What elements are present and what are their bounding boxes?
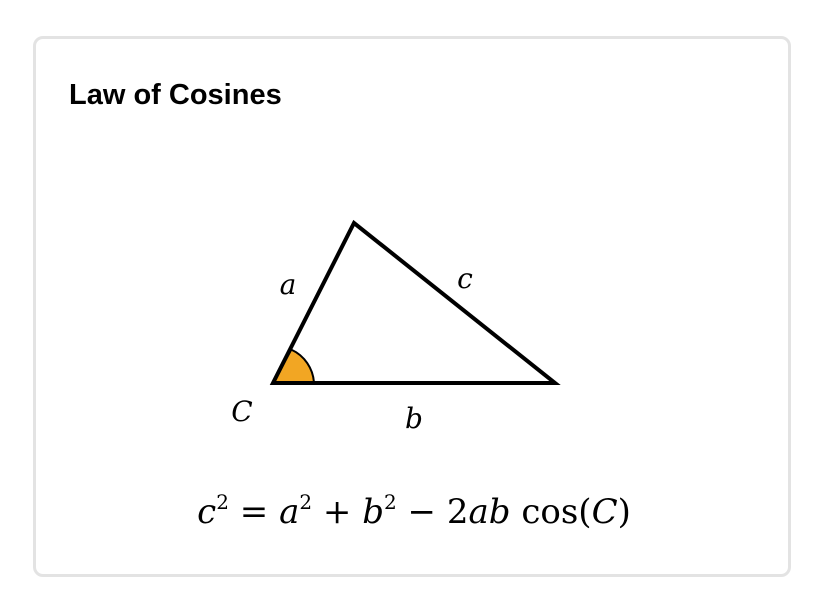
- formula-a-exponent: 2: [299, 490, 313, 514]
- formula-close-paren: ): [617, 492, 631, 532]
- law-of-cosines-formula: c2 = a2 + b2 − 2ab cos(C): [0, 492, 828, 532]
- formula-coefficient: 2: [446, 492, 469, 532]
- side-b-label: b: [405, 402, 423, 435]
- side-c-label: c: [457, 262, 473, 295]
- formula-b-exponent: 2: [383, 490, 397, 514]
- formula-ab: ab: [468, 492, 511, 532]
- angle-c-marker: [271, 348, 316, 384]
- side-a-label: a: [280, 268, 297, 301]
- formula-b: b: [362, 492, 384, 532]
- card-title: Law of Cosines: [69, 79, 282, 111]
- formula-c-exponent: 2: [216, 490, 229, 514]
- formula-minus: −: [407, 492, 437, 532]
- angle-c-label: C: [231, 395, 252, 428]
- formula-arg-c: C: [591, 492, 618, 532]
- triangle: [269, 219, 561, 385]
- formula-equals: =: [239, 492, 269, 532]
- formula-cos: cos: [521, 492, 579, 532]
- formula-open-paren: (: [578, 492, 592, 532]
- diagram-card: Law of Cosines: [33, 36, 791, 577]
- formula-plus: +: [322, 492, 352, 532]
- formula-a: a: [279, 492, 300, 532]
- formula-c: c: [197, 492, 217, 532]
